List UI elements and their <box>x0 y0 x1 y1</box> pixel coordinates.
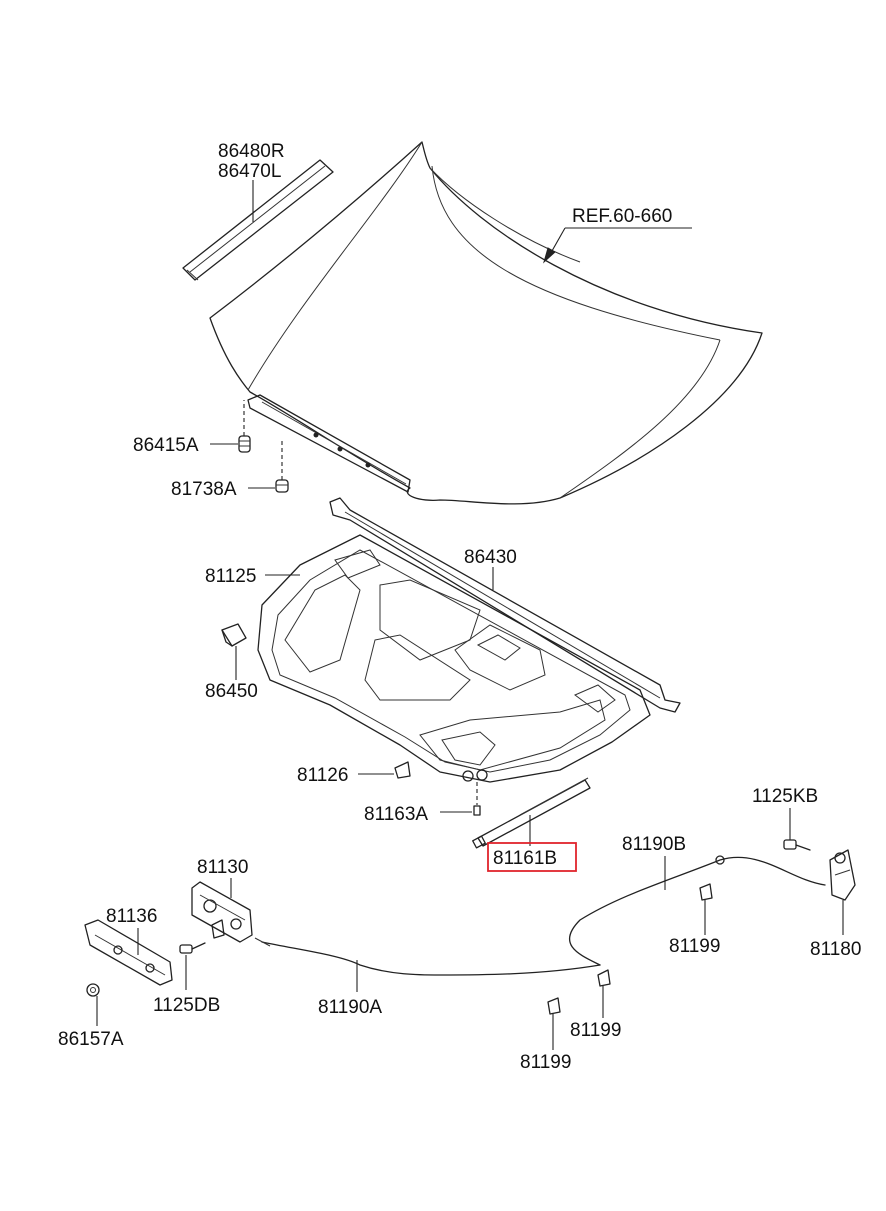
label-86450[interactable]: 86450 <box>205 681 258 702</box>
release-cable-81190B-part <box>568 855 826 966</box>
leader-lines <box>96 180 844 1050</box>
label-81180[interactable]: 81180 <box>810 939 861 960</box>
label-ref-60-660[interactable]: REF.60-660 <box>572 206 672 227</box>
bolt-1125KB-part <box>783 839 811 851</box>
label-81199-lower[interactable]: 81199 <box>520 1052 571 1073</box>
label-81125[interactable]: 81125 <box>205 566 256 587</box>
release-cable-81190A-part <box>254 937 601 976</box>
label-81190B[interactable]: 81190B <box>622 834 686 855</box>
hood-front-seal <box>247 394 411 493</box>
cable-clip-lower-part <box>547 997 561 1015</box>
hood-lift-strut-part <box>472 777 591 849</box>
hood-bumper-86415A-part <box>238 400 251 453</box>
label-81199-upper[interactable]: 81199 <box>669 936 720 957</box>
label-86157A[interactable]: 86157A <box>58 1029 124 1050</box>
label-81199-mid[interactable]: 81199 <box>570 1020 621 1041</box>
highlight-box <box>487 842 577 872</box>
label-81738A[interactable]: 81738A <box>171 479 237 500</box>
label-81126[interactable]: 81126 <box>297 765 348 786</box>
clip-86450-part <box>221 623 247 647</box>
grommet-81163A-part <box>462 769 488 816</box>
hood-latch-part <box>191 881 253 943</box>
label-81161B[interactable]: 81161B <box>493 848 557 869</box>
label-81130[interactable]: 81130 <box>197 857 248 878</box>
label-81163A[interactable]: 81163A <box>364 804 428 825</box>
label-86430[interactable]: 86430 <box>464 547 517 568</box>
label-81136[interactable]: 81136 <box>106 906 157 927</box>
label-1125DB[interactable]: 1125DB <box>153 995 220 1016</box>
cable-clip-upper-part <box>699 883 713 901</box>
label-86480R[interactable]: 86480R <box>218 141 285 162</box>
label-86470L[interactable]: 86470L <box>218 161 281 182</box>
release-handle-part <box>829 849 856 901</box>
latch-bracket-part <box>84 919 173 986</box>
bolt-1125DB-part <box>179 942 206 954</box>
hood-insulator-pad <box>257 534 651 783</box>
cable-clip-mid-part <box>597 969 611 987</box>
hood-weatherstrip-part <box>182 159 334 281</box>
clip-81126-part <box>394 761 411 779</box>
hood-rear-seal <box>329 497 681 713</box>
nut-86157A-part <box>86 983 100 997</box>
hood-bumper-81738A-part <box>275 438 289 493</box>
hood-panel <box>209 141 763 505</box>
label-86415A[interactable]: 86415A <box>133 435 199 456</box>
label-81190A[interactable]: 81190A <box>318 997 382 1018</box>
label-1125KB[interactable]: 1125KB <box>752 786 818 807</box>
